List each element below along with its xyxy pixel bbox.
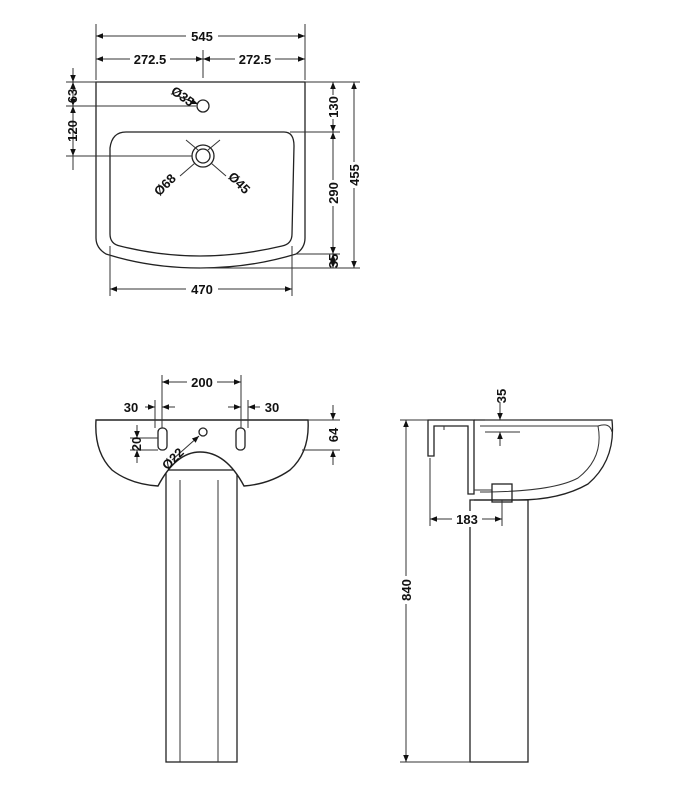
dim-overall-height: 840 bbox=[399, 579, 414, 601]
plan-view: 545 272.5 272.5 63 120 Ø35 Ø68 Ø45 bbox=[65, 24, 362, 297]
dim-wall-to-waste: 183 bbox=[456, 512, 478, 527]
basin-side-outline bbox=[474, 419, 614, 501]
dim-half-right: 272.5 bbox=[239, 52, 272, 67]
dim-rim-depth: 35 bbox=[494, 389, 509, 403]
dim-tap-offset: 63 bbox=[65, 89, 80, 103]
side-view: 35 183 840 bbox=[398, 389, 614, 763]
dim-half-left: 272.5 bbox=[134, 52, 167, 67]
basin-front-outline bbox=[95, 419, 309, 487]
bowl-plan-outline bbox=[109, 131, 295, 257]
basin-plan-outline bbox=[95, 81, 306, 269]
pedestal-side bbox=[469, 499, 529, 763]
wall-bracket bbox=[427, 419, 475, 495]
tap-hole bbox=[196, 99, 210, 113]
waste-inner bbox=[195, 148, 211, 164]
dim-back-to-bowl: 130 bbox=[326, 96, 341, 118]
dim-overall-depth: 455 bbox=[347, 164, 362, 186]
dim-left-offset: 30 bbox=[124, 400, 138, 415]
dim-bowl-offset: 120 bbox=[65, 120, 80, 142]
front-view: 200 30 30 20 Ø22 64 bbox=[95, 374, 341, 763]
dim-fixing-centres: 200 bbox=[191, 375, 213, 390]
overflow-hole bbox=[198, 427, 208, 437]
dim-rim-height: 64 bbox=[326, 427, 341, 442]
dim-bowl-depth: 290 bbox=[326, 182, 341, 204]
dim-front-rim: 35 bbox=[326, 254, 341, 268]
dim-waste-inner-dia: Ø45 bbox=[225, 169, 253, 197]
dim-overall-width: 545 bbox=[191, 29, 213, 44]
waste-trap bbox=[491, 483, 513, 503]
pedestal-front bbox=[165, 469, 238, 763]
dim-fixing-height: 20 bbox=[129, 437, 144, 451]
dim-waste-dia: Ø68 bbox=[151, 171, 179, 199]
dim-right-offset: 30 bbox=[265, 400, 279, 415]
dim-bowl-width: 470 bbox=[191, 282, 213, 297]
